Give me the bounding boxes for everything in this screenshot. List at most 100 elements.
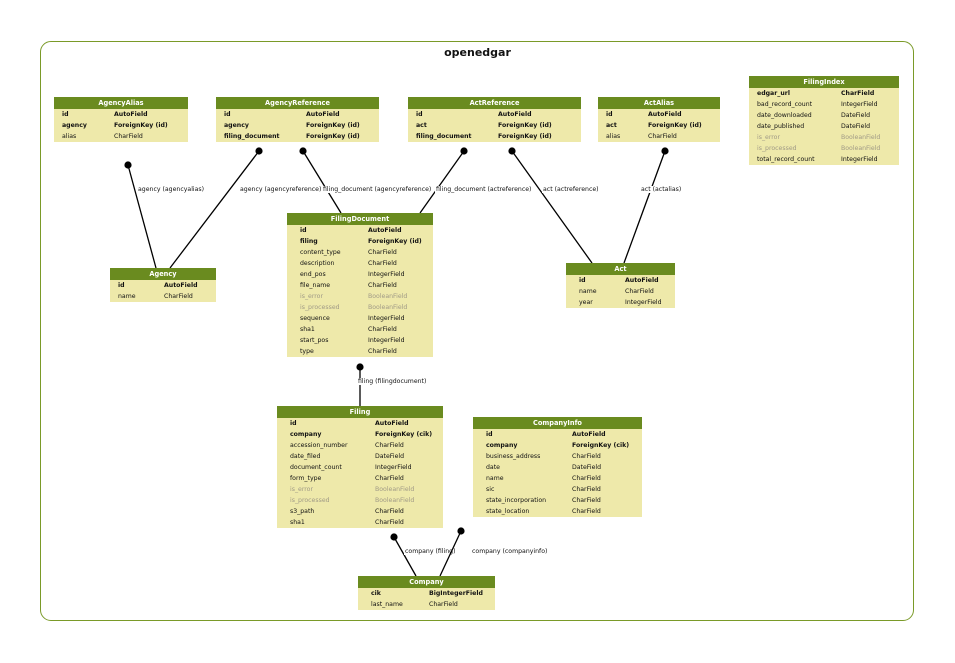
field-name: name (486, 475, 504, 482)
field-name: accession_number (290, 442, 348, 449)
model-header: FilingDocument (287, 213, 433, 225)
field-type: AutoField (648, 111, 682, 118)
diagram-frame (40, 41, 914, 621)
field-type: ForeignKey (cik) (375, 431, 433, 438)
field-name: agency (224, 122, 249, 129)
field-type: ForeignKey (id) (114, 122, 168, 129)
model-header: Filing (277, 406, 443, 418)
relation-label: act (actreference) (543, 186, 599, 193)
field-type: CharField (375, 475, 404, 482)
field-name: date_published (757, 123, 805, 130)
relation-line (439, 530, 462, 577)
field-name: last_name (371, 601, 403, 608)
field-type: IntegerField (375, 464, 412, 471)
field-type: DateField (375, 453, 405, 460)
field-name: sequence (300, 315, 330, 322)
field-type: CharField (572, 453, 601, 460)
field-name: name (118, 293, 136, 300)
field-row: name CharField (473, 473, 642, 484)
relation-endpoint-dot (460, 147, 468, 155)
field-type: BooleanField (841, 145, 881, 152)
model-header: ActReference (408, 97, 581, 109)
field-row: business_address CharField (473, 451, 642, 462)
model-header: AgencyReference (216, 97, 379, 109)
field-type: CharField (368, 282, 397, 289)
model-agency[interactable]: Agency id AutoField name CharField (110, 268, 216, 302)
field-name: is_error (300, 293, 324, 300)
field-type: ForeignKey (id) (368, 238, 422, 245)
relation-label-background (435, 186, 533, 193)
field-type: CharField (375, 508, 404, 515)
relation-label: agency (agencyreference) (240, 186, 321, 193)
model-header: Act (566, 263, 675, 275)
field-type: BigIntegerField (429, 590, 483, 597)
field-name: state_location (486, 508, 530, 515)
field-type: BooleanField (841, 134, 881, 141)
model-header: FilingIndex (749, 76, 899, 88)
field-type: AutoField (368, 227, 402, 234)
relation-endpoint-dot (124, 161, 132, 169)
field-type: CharField (572, 475, 601, 482)
model-header: Company (358, 576, 495, 588)
field-name: date_downloaded (757, 112, 812, 119)
relation-label-background (404, 548, 457, 555)
model-header: Agency (110, 268, 216, 280)
field-name: filing_document (224, 133, 280, 140)
field-name: act (606, 122, 617, 129)
field-name: id (486, 431, 493, 438)
model-header: ActAlias (598, 97, 720, 109)
field-type: BooleanField (375, 497, 415, 504)
field-name: year (579, 299, 593, 306)
field-type: CharField (375, 442, 404, 449)
model-header: CompanyInfo (473, 417, 642, 429)
field-name: form_type (290, 475, 322, 482)
field-row: date_published DateField (749, 121, 899, 132)
field-name: id (118, 282, 125, 289)
field-name: is_error (757, 134, 781, 141)
field-name: alias (606, 133, 621, 140)
relation-endpoint-dot (390, 533, 398, 541)
field-type: DateField (841, 123, 871, 130)
field-name: is_processed (300, 304, 340, 311)
field-type: AutoField (164, 282, 198, 289)
relation-endpoint-dot (457, 527, 465, 535)
field-name: business_address (486, 453, 541, 460)
field-type: CharField (368, 249, 397, 256)
field-row: accession_number CharField (277, 440, 443, 451)
field-name: bad_record_count (757, 101, 813, 108)
field-type: CharField (164, 293, 193, 300)
field-name: id (606, 111, 613, 118)
relation-label-background (239, 186, 323, 193)
relation-label: filing_document (actreference) (436, 186, 531, 193)
relation-line (419, 150, 465, 214)
field-type: CharField (572, 497, 601, 504)
relation-label: agency (agencyalias) (138, 186, 204, 193)
relation-label-background (137, 186, 206, 193)
